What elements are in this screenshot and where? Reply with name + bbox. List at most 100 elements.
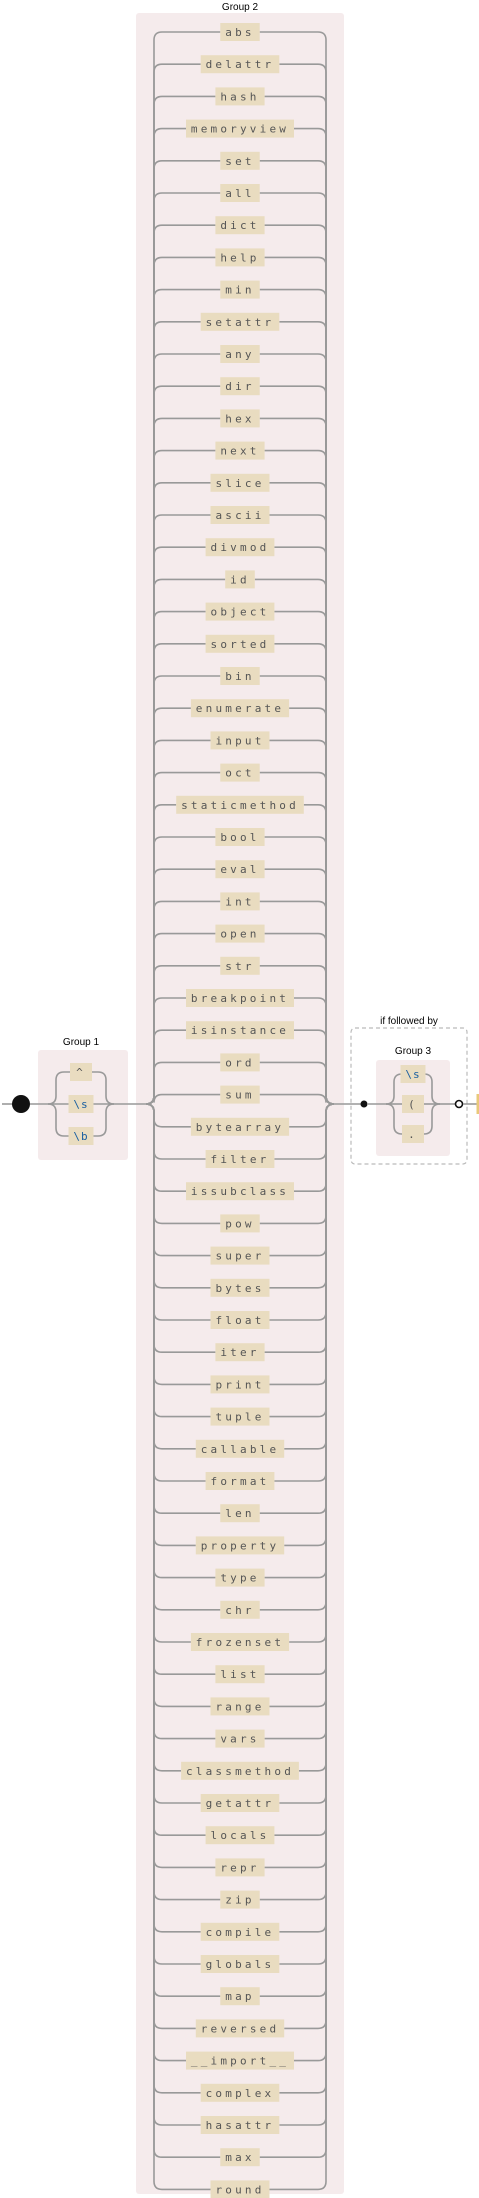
group-1-token-box xyxy=(68,1127,94,1145)
group-2-token-label: vars xyxy=(220,1733,259,1746)
group-2-token-box xyxy=(186,2051,294,2070)
group-3-wire-right xyxy=(423,1103,441,1135)
group-2-token-box xyxy=(215,441,265,460)
lookahead-box xyxy=(350,1027,468,1165)
group-2-token-label: all xyxy=(225,187,254,200)
group-2-token-box xyxy=(220,280,260,299)
group-2-token-label: hasattr xyxy=(206,2119,275,2132)
group-2-token-box xyxy=(215,1568,265,1587)
group-2-token-label: globals xyxy=(206,1958,275,1971)
group-2-token-label: delattr xyxy=(206,58,275,71)
group-2-token-label: round xyxy=(215,2183,264,2196)
group-2-token-box xyxy=(225,570,255,589)
group-2-token-box xyxy=(205,1150,275,1168)
group-2-token-box xyxy=(220,956,260,975)
group-2-token-label: hex xyxy=(225,412,254,425)
group-3-token-label: \s xyxy=(405,1068,420,1081)
group-2-token-box xyxy=(210,2180,270,2198)
group-2-token-box xyxy=(210,1278,270,1297)
group-2-token-label: compile xyxy=(206,1926,275,1939)
group-2-wire-left xyxy=(145,1103,211,2191)
group-2-token-label: bool xyxy=(220,831,259,844)
group-2-token-box xyxy=(210,473,270,492)
group-2-token-box xyxy=(205,634,275,653)
group-2-token-label: enumerate xyxy=(196,702,284,715)
group-2-token-label: repr xyxy=(220,1861,259,1874)
group-1-token-box xyxy=(70,1063,92,1081)
group-2-token-box xyxy=(215,1858,265,1877)
group-3-wire-left xyxy=(385,1073,403,1105)
group-3-label: Group 3 xyxy=(395,1046,432,1057)
group-2-token-box xyxy=(200,2116,280,2134)
group-2-token-box xyxy=(195,1536,285,1555)
group-2-token-box xyxy=(215,1343,265,1362)
group-2-token-label: format xyxy=(211,1475,270,1488)
group-2-token-label: bytearray xyxy=(196,1121,284,1134)
group-3-wire-left xyxy=(385,1103,403,1135)
group-3-wire-right xyxy=(423,1073,441,1105)
group-3-token-label: . xyxy=(408,1128,418,1141)
group-2-token-box xyxy=(210,1697,270,1716)
group-2-token-box xyxy=(190,1633,290,1651)
group-2-token-box xyxy=(195,2019,285,2038)
group-2-token-label: tuple xyxy=(215,1411,264,1424)
group-2-token-box xyxy=(200,312,280,331)
group-2-token-label: set xyxy=(225,155,254,168)
group-2-token-label: ascii xyxy=(215,509,264,522)
group-2-token-box xyxy=(195,1439,285,1458)
group-2-token-label: len xyxy=(225,1507,254,1520)
group-2-token-label: getattr xyxy=(206,1797,275,1810)
group-2-token-label: max xyxy=(225,2151,254,2164)
group-2-token-label: any xyxy=(225,348,254,361)
group-1-wire-left xyxy=(47,1071,70,1105)
group-2-token-label: abs xyxy=(225,26,254,39)
group-1-token-label: \b xyxy=(73,1130,88,1143)
group-2-token-box xyxy=(186,119,294,138)
group-2-token-label: classmethod xyxy=(186,1765,294,1778)
group-2-token-box xyxy=(210,506,270,524)
group-2-token-box xyxy=(186,989,294,1007)
group-3-token-box xyxy=(402,1095,424,1113)
group-3-token-box xyxy=(402,1125,424,1143)
group-2-token-box xyxy=(220,1600,260,1619)
group-2-token-box xyxy=(186,1182,294,1201)
group-2-token-label: iter xyxy=(220,1346,259,1359)
group-2-token-box xyxy=(200,1922,280,1941)
group-2-token-box xyxy=(215,216,265,235)
group-2-token-label: frozenset xyxy=(196,1636,284,1649)
group-2-token-label: object xyxy=(211,606,270,619)
group-2-label: Group 2 xyxy=(222,2,259,13)
group-2-token-box xyxy=(220,1987,260,2006)
group-2-token-box xyxy=(220,184,260,202)
group-2-token-label: id xyxy=(230,573,250,586)
group-2-token-box xyxy=(210,1311,270,1329)
group-2-token-box xyxy=(210,1407,270,1426)
group-2-token-box xyxy=(210,1246,270,1265)
group-2-token-box xyxy=(200,2083,280,2102)
group-2-token-label: hash xyxy=(220,90,259,103)
group-2-token-box xyxy=(205,538,275,557)
group-2-token-label: setattr xyxy=(206,316,275,329)
group-1-wire-left xyxy=(47,1103,69,1137)
group-2-token-label: pow xyxy=(225,1217,254,1230)
group-2-token-label: range xyxy=(215,1700,264,1713)
group-2-token-label: dict xyxy=(220,219,259,232)
group-2-token-label: locals xyxy=(211,1829,270,1842)
group-2-token-label: int xyxy=(225,895,254,908)
start-circle xyxy=(12,1095,30,1113)
group-2-token-label: bytes xyxy=(215,1282,264,1295)
group-2-token-label: map xyxy=(225,1990,254,2003)
group-2-token-box xyxy=(176,795,304,814)
group-2-token-box xyxy=(220,763,260,782)
group-2-wire-right xyxy=(259,1093,335,1105)
group-1-token-box xyxy=(68,1095,94,1113)
group-1-token-label: \s xyxy=(73,1098,88,1111)
group-2-token-box xyxy=(190,699,290,718)
group-2-token-label: input xyxy=(215,734,264,747)
group-2-token-label: reversed xyxy=(201,2022,280,2035)
group-2-token-box xyxy=(220,1890,260,1909)
group-2-token-box xyxy=(215,860,265,879)
group-2-token-label: dir xyxy=(225,380,254,393)
group-2-token-box xyxy=(205,1826,275,1845)
group-2-token-label: oct xyxy=(225,767,254,780)
